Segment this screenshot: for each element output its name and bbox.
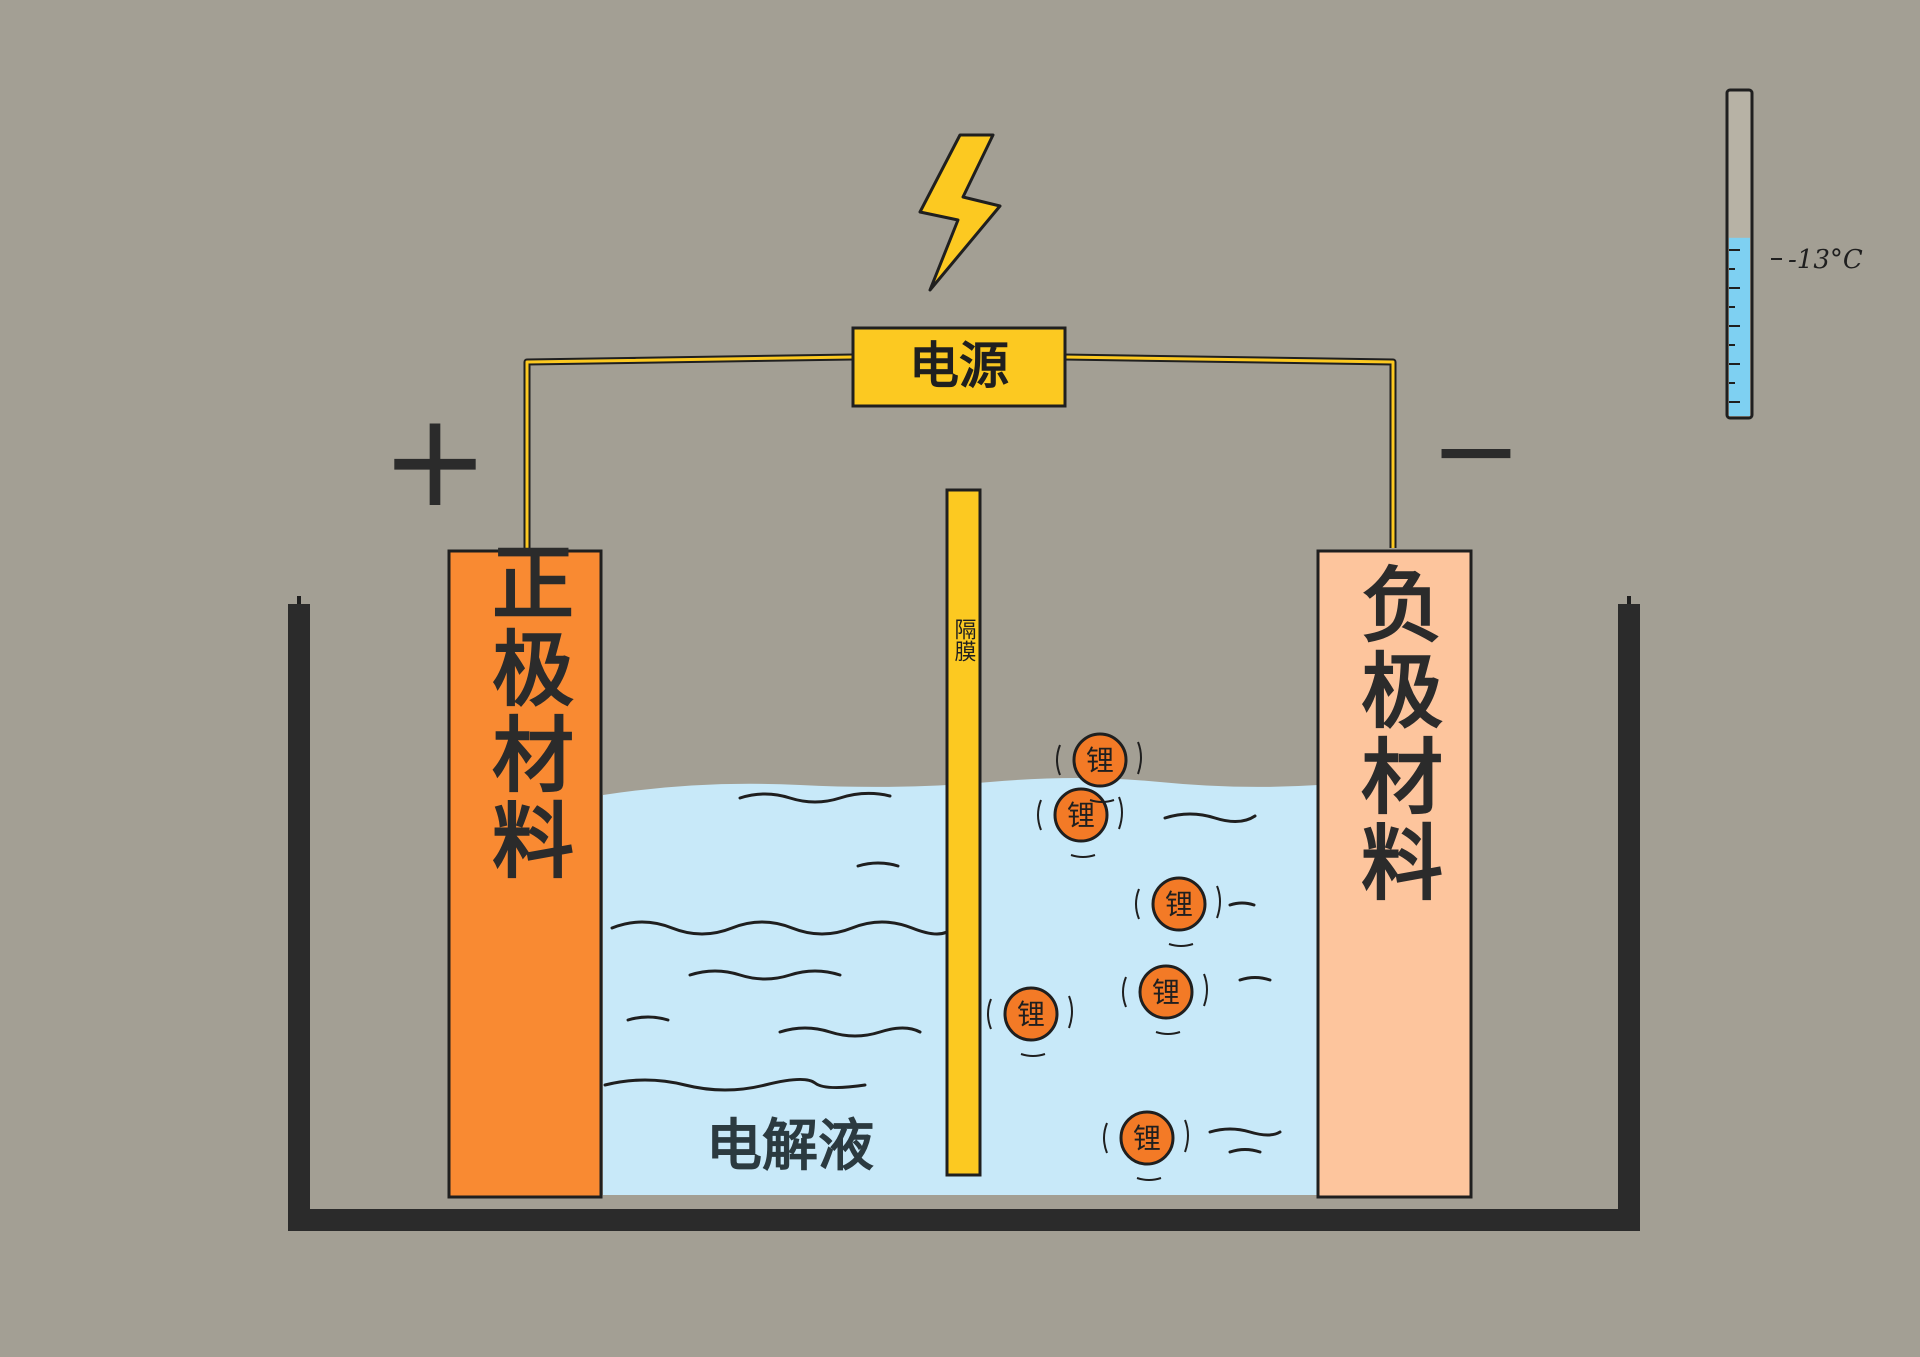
battery-container (288, 596, 1640, 1231)
thermometer: -13°C (1725, 88, 1863, 420)
lithium-ion: 锂 (1135, 876, 1221, 947)
lithium-ion: 锂 (1056, 732, 1142, 803)
thermometer-ticks (1729, 249, 1740, 403)
electrolyte-wave-lines (603, 791, 1282, 1154)
negative-terminal-sign: − (1430, 386, 1522, 514)
electrolyte-label: 电解液 (706, 1114, 874, 1179)
ion-motion-marks (987, 995, 1073, 1057)
lithium-ion-label: 锂 (1086, 744, 1114, 777)
thermometer-reading: -13°C (1788, 245, 1863, 275)
lithium-ion-label: 锂 (1133, 1122, 1161, 1155)
power-source-label: 电源 (909, 337, 1009, 395)
ion-motion-marks (1122, 973, 1208, 1035)
lithium-ion-label: 锂 (1152, 976, 1180, 1009)
lithium-ion-label: 锂 (1017, 998, 1045, 1031)
negative-electrode: 负极材料 (1316, 549, 1473, 1199)
separator-label: 隔膜 (951, 618, 977, 662)
lightning-bolt-icon (918, 133, 1002, 292)
circuit-wires (523, 353, 1397, 551)
lithium-ion: 锂 (1122, 964, 1208, 1035)
ion-motion-marks (1056, 741, 1142, 803)
positive-electrode: 正极材料 (447, 540, 603, 1199)
lithium-ion-label: 锂 (1067, 799, 1095, 832)
lithium-ion: 锂 (987, 986, 1073, 1057)
power-source: 电源 (851, 326, 1067, 408)
positive-terminal-sign: + (381, 384, 490, 536)
lithium-ion-label: 锂 (1165, 888, 1193, 921)
ion-motion-marks (1037, 796, 1123, 858)
separator: 隔膜 (945, 488, 982, 1177)
ion-motion-marks (1135, 885, 1221, 947)
negative-electrode-label: 负极材料 (1347, 562, 1443, 906)
ion-motion-marks (1103, 1119, 1189, 1181)
positive-electrode-label: 正极材料 (478, 540, 574, 884)
lithium-ion: 锂 (1103, 1110, 1189, 1181)
